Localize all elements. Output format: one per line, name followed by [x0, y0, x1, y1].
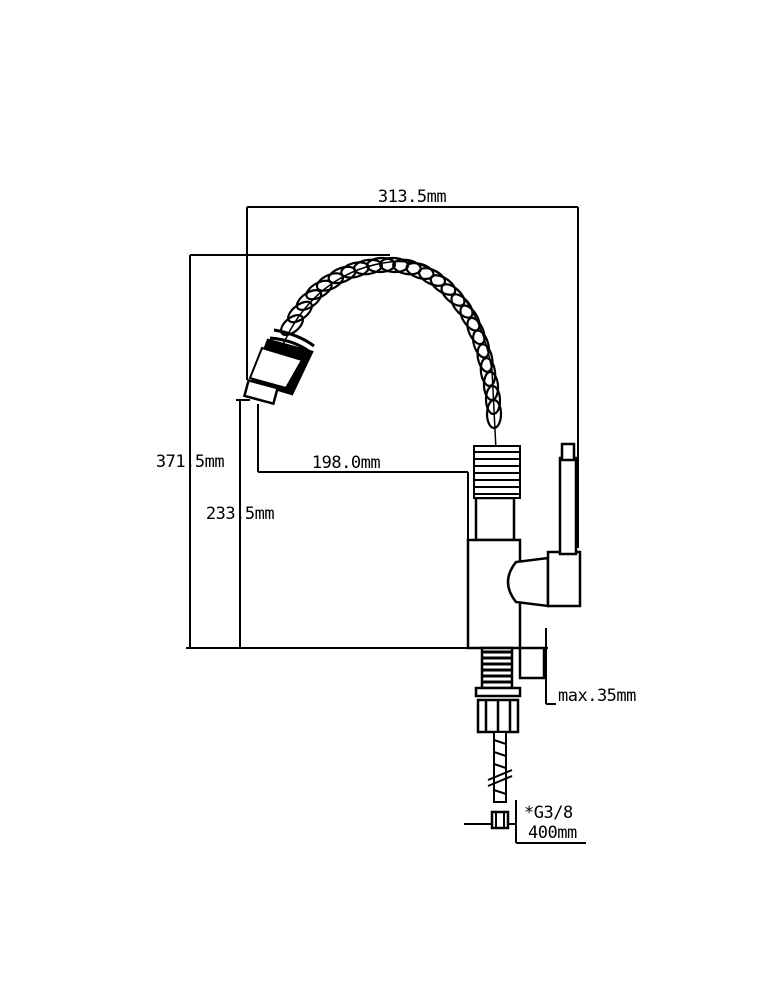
lower-coils: [473, 445, 521, 499]
hose-length-label: 400mm: [528, 823, 577, 843]
spring-coils: [279, 256, 503, 430]
overall-width-label: 313.5mm: [378, 187, 446, 207]
spout-reach-label: 198.0mm: [312, 453, 380, 473]
mounting-parts: [474, 646, 522, 830]
overall-height-label: 371.5mm: [156, 452, 224, 472]
thread-label: *G3/8: [524, 803, 573, 823]
spray-head: [242, 328, 315, 406]
dimension-lines: [186, 206, 586, 844]
max-deck-label: max.35mm: [558, 686, 636, 706]
outlet-height-label: 233.5mm: [206, 504, 274, 524]
spring-spout: [275, 256, 521, 499]
